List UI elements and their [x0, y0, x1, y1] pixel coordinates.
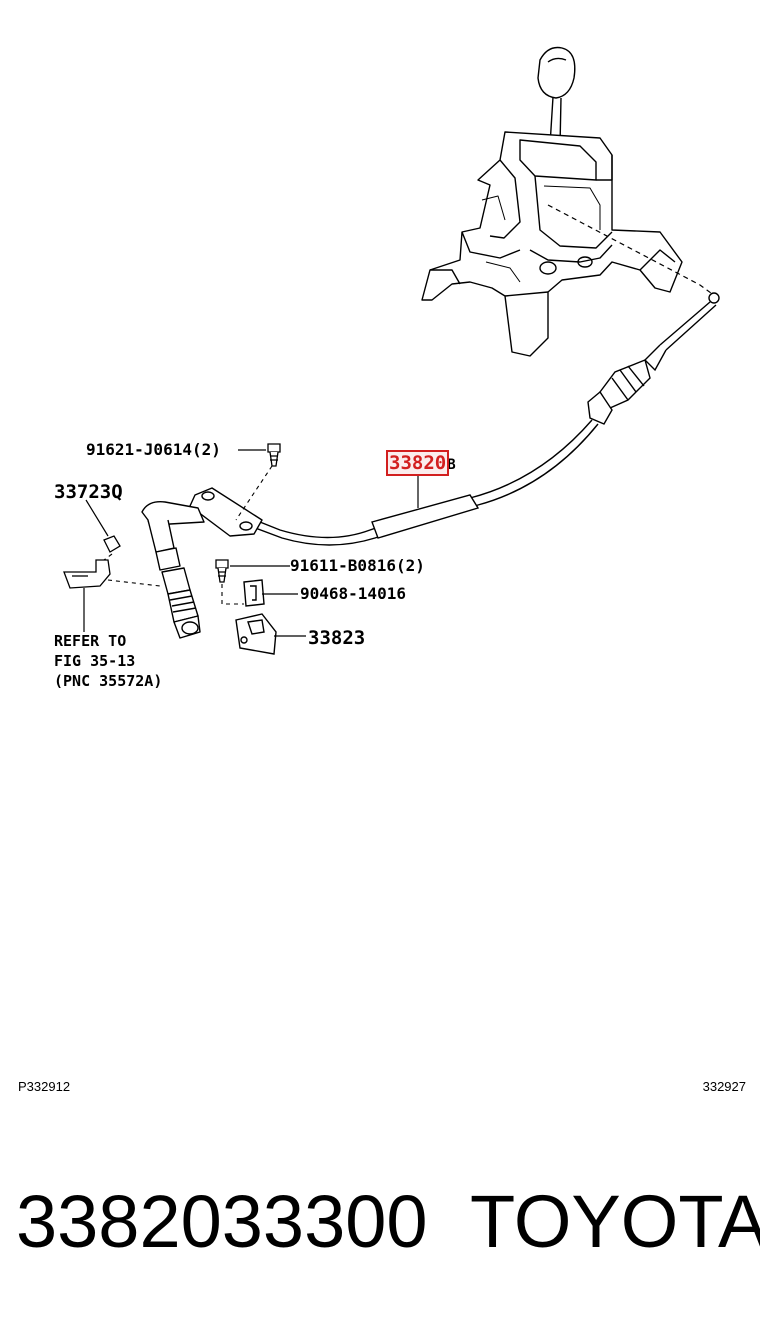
- callout-cable-highlight[interactable]: 33820: [385, 450, 450, 476]
- callout-cable-33820b[interactable]: 33820B: [385, 450, 456, 476]
- retainer-90468: [243, 579, 265, 607]
- bracket-33823: [235, 613, 277, 655]
- shift-cable: [249, 292, 720, 546]
- mount-bracket: [63, 559, 111, 589]
- callout-91611-b0816: 91611-B0816(2): [290, 556, 425, 575]
- footer-right-code: 332927: [702, 1079, 746, 1094]
- bolt-91611: [215, 559, 229, 583]
- bolt-91621: [267, 443, 281, 467]
- reference-note: REFER TO FIG 35-13 (PNC 35572A): [54, 631, 162, 691]
- footer-left-code: P332912: [18, 1079, 71, 1094]
- callout-33723q: 33723Q: [54, 481, 123, 503]
- clip-33723q: [103, 535, 121, 553]
- attachment-leader: [547, 204, 716, 297]
- shift-lever-assembly: [421, 46, 683, 357]
- reference-note-line3: (PNC 35572A): [54, 672, 163, 690]
- callout-leaders: [83, 449, 419, 637]
- reference-note-line1: REFER TO: [54, 632, 127, 650]
- part-number-headline: 3382033300: [16, 1180, 428, 1263]
- reference-note-line2: FIG 35-13: [54, 652, 136, 670]
- shift-cable-diagram: [63, 46, 720, 655]
- callout-90468-14016: 90468-14016: [300, 584, 406, 603]
- transmission-end-assembly: [141, 487, 263, 639]
- callout-91621-j0614: 91621-J0614(2): [86, 440, 221, 459]
- brand-headline: TOYOTA: [470, 1180, 760, 1263]
- callout-33823: 33823: [308, 627, 366, 649]
- dashed-leaders: [103, 465, 273, 605]
- callout-cable-suffix: B: [447, 457, 456, 473]
